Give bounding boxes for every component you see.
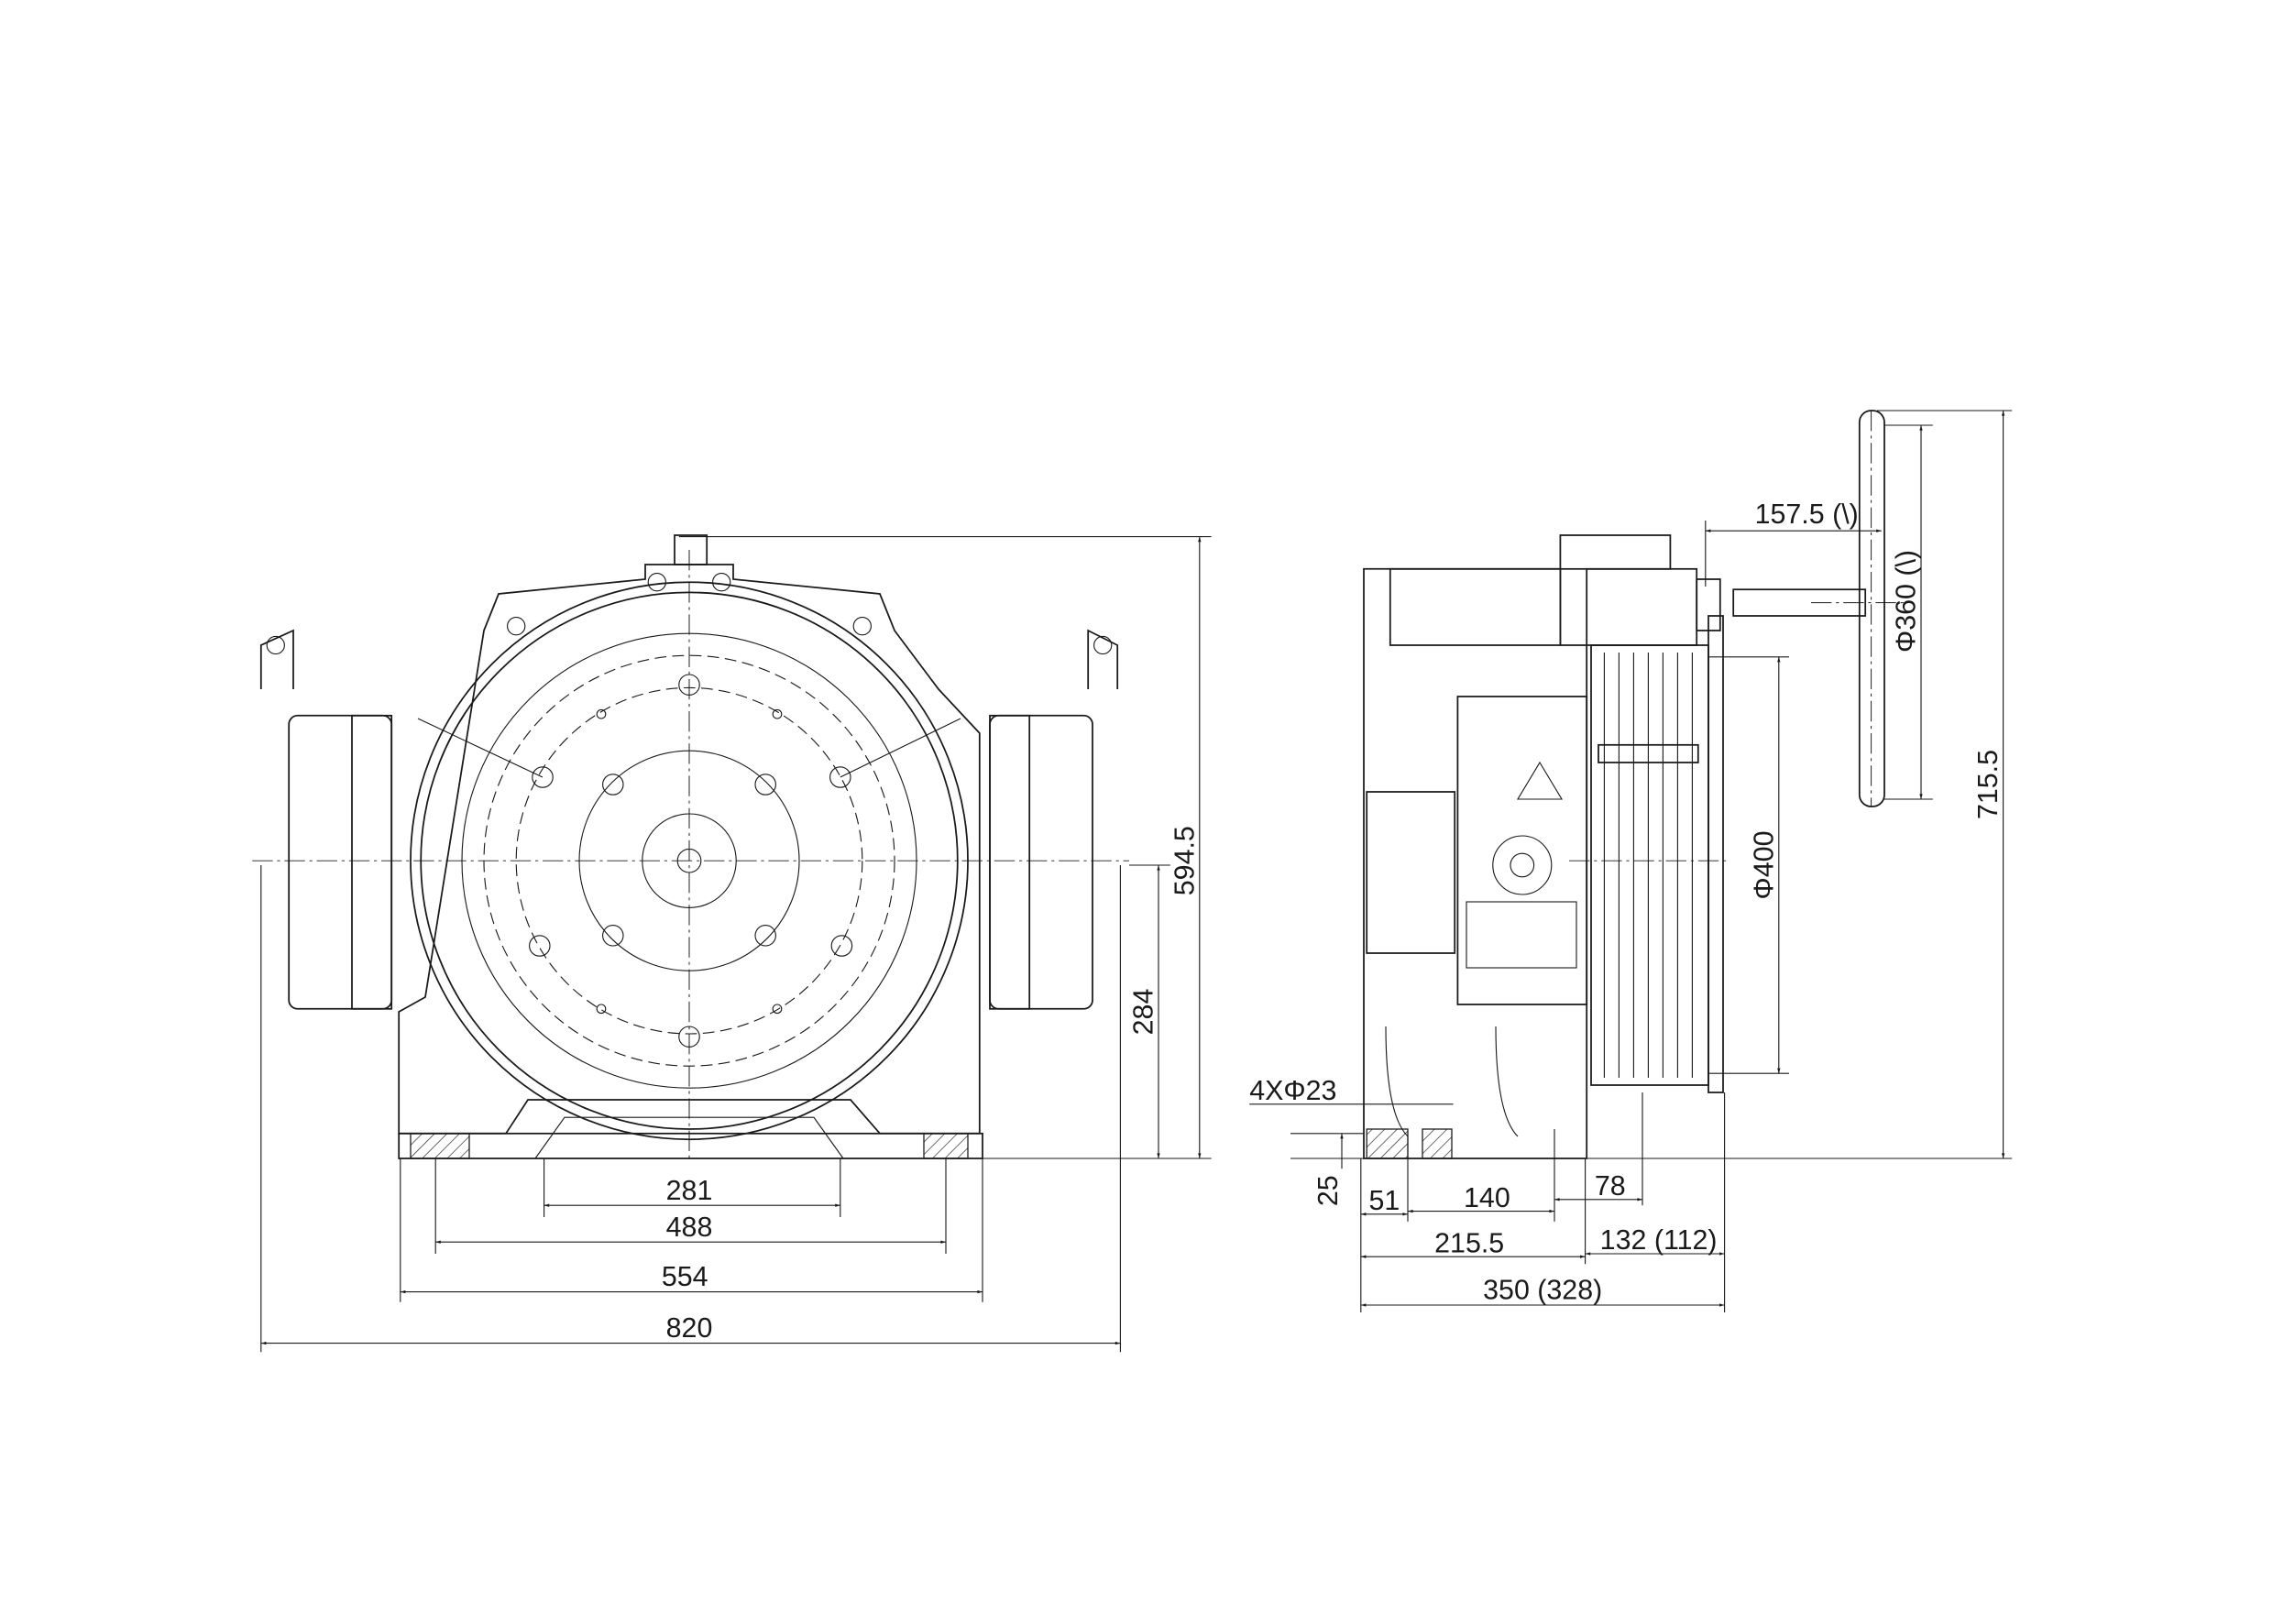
dim-554: 554: [662, 1261, 708, 1292]
handwheel: [1858, 410, 1885, 807]
brake-arm-right: [840, 718, 961, 778]
nameplate: [1466, 901, 1577, 969]
brake-bracket-left: [259, 629, 294, 690]
dim-488: 488: [666, 1212, 713, 1243]
front-view: [252, 534, 1130, 1159]
base-section-right: [923, 1133, 969, 1159]
junction-box: [1366, 791, 1456, 954]
foot-section-1: [1366, 1128, 1409, 1159]
side-housing: [1363, 567, 1588, 1159]
dim-715-5: 715.5: [1972, 750, 2004, 819]
sheave-flange: [1707, 615, 1724, 1093]
base-section-left: [410, 1133, 470, 1159]
terminal-box: [1456, 696, 1588, 1005]
side-dimensions: 157.5 (\) Φ360 (\) 715.5 Φ400 4XΦ23 25: [1249, 410, 2013, 1313]
foot-section-2: [1422, 1128, 1453, 1159]
side-view: [1363, 410, 1907, 1159]
dim-215-5: 215.5: [1434, 1227, 1504, 1258]
rope-guard: [1598, 743, 1699, 763]
dim-284: 284: [1128, 989, 1159, 1036]
dim-140: 140: [1464, 1182, 1510, 1213]
encoder-cap: [1559, 534, 1672, 570]
top-lug: [674, 534, 708, 565]
dim-51: 51: [1368, 1185, 1400, 1216]
brake-right: [989, 714, 1093, 1010]
encoder-body: [1586, 567, 1698, 646]
dim-phi-360: Φ360 (\): [1891, 550, 1922, 653]
dim-594-5: 594.5: [1169, 826, 1200, 895]
brake-right-coil: [989, 714, 1031, 1010]
base-plate: [398, 1132, 983, 1159]
handwheel-shaft: [1732, 588, 1867, 617]
brake-arm-left: [417, 718, 544, 778]
dim-78: 78: [1595, 1170, 1626, 1202]
warning-icon: [1517, 761, 1563, 800]
shaft-coupling: [1696, 578, 1721, 631]
brake-left-coil: [351, 714, 393, 1010]
drum-bolts: [507, 617, 872, 1048]
release-cam: [1492, 835, 1553, 895]
dim-157-5: 157.5 (\): [1755, 499, 1859, 530]
brake-left: [288, 714, 393, 1010]
dim-350-328: 350 (328): [1483, 1275, 1602, 1306]
brake-bracket-right: [1087, 629, 1119, 690]
side-top-block: [1389, 567, 1562, 646]
dim-820: 820: [666, 1312, 713, 1344]
front-dimensions: 281 488 554 820 594.5 284: [260, 536, 1212, 1353]
dim-25: 25: [1312, 1175, 1344, 1206]
traction-sheave: [1590, 615, 1724, 1093]
dim-281: 281: [666, 1175, 713, 1206]
dim-4x-phi-23: 4XΦ23: [1249, 1075, 1336, 1106]
dim-132-112: 132 (112): [1600, 1224, 1718, 1256]
dim-phi-400: Φ400: [1748, 831, 1779, 900]
